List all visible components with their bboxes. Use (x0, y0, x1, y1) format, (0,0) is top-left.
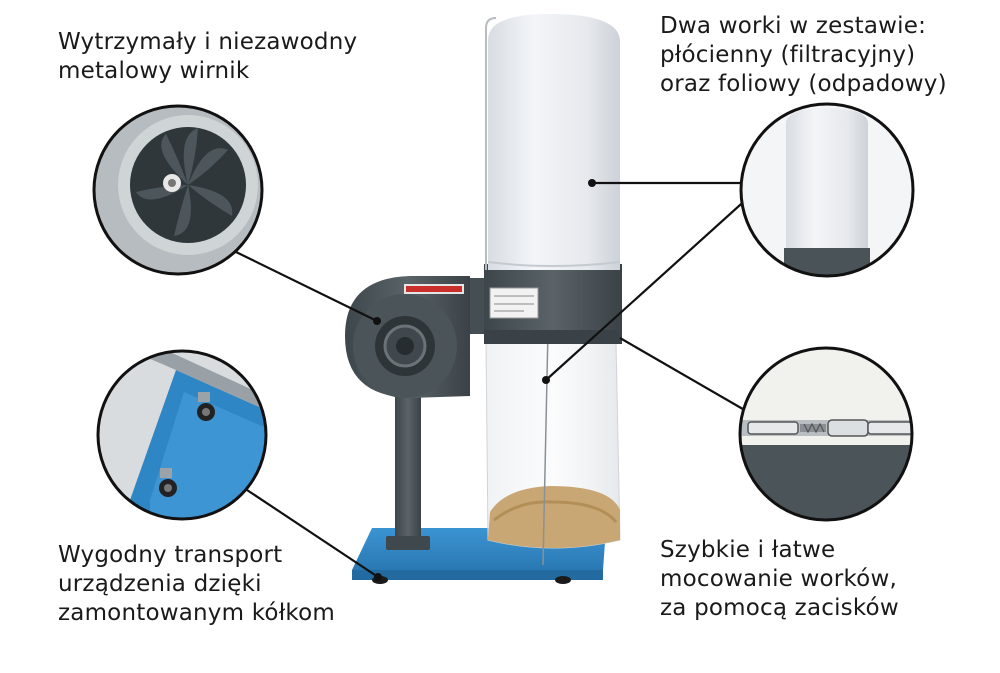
caption-transport-line-3: zamontowanym kółkom (58, 600, 336, 626)
clamp-icon (747, 419, 912, 437)
caption-impeller: Wytrzymały i niezawodny metalowy wirnik (58, 28, 357, 86)
detail-circle-wheels (96, 349, 268, 521)
detail-circle-clamps (738, 346, 914, 522)
caption-clamps-line-1: Szybkie i łatwe (660, 537, 836, 563)
caption-clamps-line-2: mocowanie worków, (660, 566, 897, 592)
detail-circle-impeller (92, 104, 264, 276)
caption-bags-line-2: płócienny (filtracyjny) (660, 42, 916, 68)
caption-bags-line-1: Dwa worki w zestawie: (660, 13, 927, 39)
leader-lines (233, 181, 751, 578)
bag-ring-housing (484, 264, 622, 344)
caption-bags-line-3: oraz foliowy (odpadowy) (660, 71, 947, 97)
leader-line-wheels (237, 483, 379, 578)
support-column (386, 392, 430, 550)
caster-wheel-icon (159, 468, 177, 497)
caption-transport-line-1: Wygodny transport (58, 542, 283, 568)
blower-housing (345, 276, 490, 398)
dust-collector (345, 14, 622, 584)
caster-wheel-icon (197, 392, 215, 421)
foil-waste-bag (485, 329, 621, 566)
caption-transport: Wygodny transport urządzenia dzięki zamo… (58, 541, 335, 628)
caption-clamps: Szybkie i łatwe mocowanie worków, za pom… (660, 536, 899, 623)
caption-impeller-line-1: Wytrzymały i niezawodny (58, 29, 358, 55)
detail-circle-filter-bag (739, 102, 915, 278)
caption-transport-line-2: urządzenia dzięki (58, 571, 262, 597)
caption-impeller-line-2: metalowy wirnik (58, 58, 250, 84)
leader-line-impeller (233, 250, 378, 322)
leader-dots (373, 179, 596, 581)
caption-clamps-line-3: za pomocą zacisków (660, 595, 899, 621)
caption-bags: Dwa worki w zestawie: płócienny (filtrac… (660, 12, 947, 99)
leader-line-clamps (619, 337, 749, 413)
filter-cloth-bag (485, 14, 621, 270)
leader-line-foil-bag (545, 195, 751, 381)
